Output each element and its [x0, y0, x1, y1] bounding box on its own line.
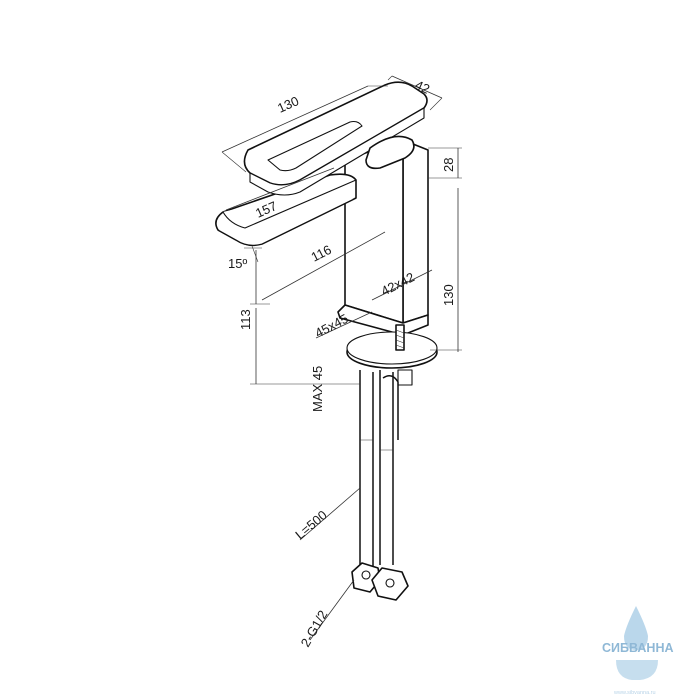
connection-nuts — [351, 562, 409, 601]
dim-flange-label: 45x45 — [312, 311, 350, 341]
dim-max-thickness-label: MAX 45 — [310, 366, 325, 412]
dim-handle-height-label: 28 — [441, 158, 456, 172]
dim-hose-length-label: L=500 — [292, 507, 330, 542]
dim-depth-label: 42 — [413, 77, 432, 97]
logo-url: www.sibvanna.ru — [613, 690, 656, 696]
sibvanna-logo: СИБВАННА www.sibvanna.ru — [602, 606, 674, 696]
dim-body-height-label: 130 — [441, 284, 456, 306]
faucet-body — [337, 139, 429, 336]
mounting-assembly — [346, 324, 438, 386]
lever-handle — [243, 81, 428, 196]
bathtub-icon — [616, 660, 658, 680]
dim-spout-angle-label: 15º — [228, 256, 247, 271]
dimension-lines — [221, 75, 462, 641]
dim-connection-label: 2-G1/2 — [298, 608, 331, 650]
water-drop-icon — [624, 606, 648, 650]
supply-hoses — [359, 370, 399, 575]
dim-reach-label: 116 — [309, 242, 334, 265]
logo-text: СИБВАННА — [602, 641, 674, 655]
dim-spout-height-label: 113 — [238, 309, 253, 330]
faucet-spout — [215, 173, 357, 247]
dim-width-label: 130 — [275, 93, 301, 116]
